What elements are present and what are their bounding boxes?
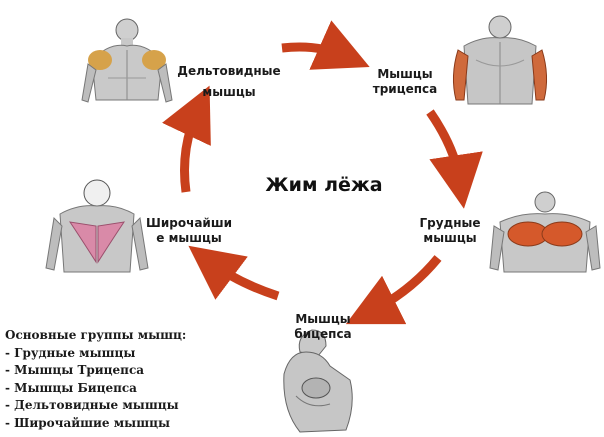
cycle-arrows bbox=[162, 20, 483, 325]
label-triceps-line1: Мышцы bbox=[377, 67, 433, 81]
arrow-deltoid-to-triceps bbox=[281, 20, 370, 70]
arrow-chest-to-biceps bbox=[345, 255, 442, 325]
label-deltoid: Дельтовидные мышцы bbox=[170, 64, 288, 100]
label-chest-line2: мышцы bbox=[423, 231, 477, 245]
legend-item: - Грудные мышцы bbox=[5, 345, 136, 360]
legend-item: - Дельтовидные мышцы bbox=[5, 398, 179, 412]
lats-figure bbox=[45, 179, 149, 273]
label-chest-line1: Грудные bbox=[419, 216, 481, 230]
label-triceps-line2: трицепса bbox=[372, 82, 438, 96]
deltoid-figure bbox=[81, 18, 173, 103]
arrow-triceps-to-chest bbox=[426, 109, 483, 209]
triceps-figure bbox=[452, 15, 548, 105]
label-biceps: Мышцы бицепса bbox=[283, 312, 363, 342]
label-deltoid-line2: мышцы bbox=[202, 85, 256, 99]
legend-heading: Основные группы мышц: bbox=[5, 328, 187, 342]
label-chest: Грудные мышцы bbox=[410, 216, 490, 246]
center-title: Жим лёжа bbox=[265, 174, 382, 196]
legend-item: - Мышцы Бицепса bbox=[5, 380, 137, 395]
label-biceps-line2: бицепса bbox=[294, 327, 352, 341]
label-lats-line1: Широчайши bbox=[146, 216, 232, 230]
label-lats: Широчайши е мышцы bbox=[146, 216, 232, 246]
label-lats-line2: е мышцы bbox=[156, 231, 222, 245]
label-biceps-line1: Мышцы bbox=[295, 312, 351, 326]
arrow-lats-to-deltoid bbox=[162, 85, 211, 193]
legend-item: - Широчайшие мышцы bbox=[5, 415, 170, 430]
label-deltoid-line1: Дельтовидные bbox=[177, 64, 281, 78]
muscle-groups-legend: Основные группы мышц: - Грудные мышцы - … bbox=[5, 327, 215, 432]
arrow-biceps-to-lats bbox=[188, 245, 280, 301]
label-triceps: Мышцы трицепса bbox=[365, 67, 445, 97]
biceps-figure bbox=[283, 329, 353, 433]
legend-item: - Мышцы Трицепса bbox=[5, 363, 145, 377]
chest-figure bbox=[489, 191, 601, 273]
